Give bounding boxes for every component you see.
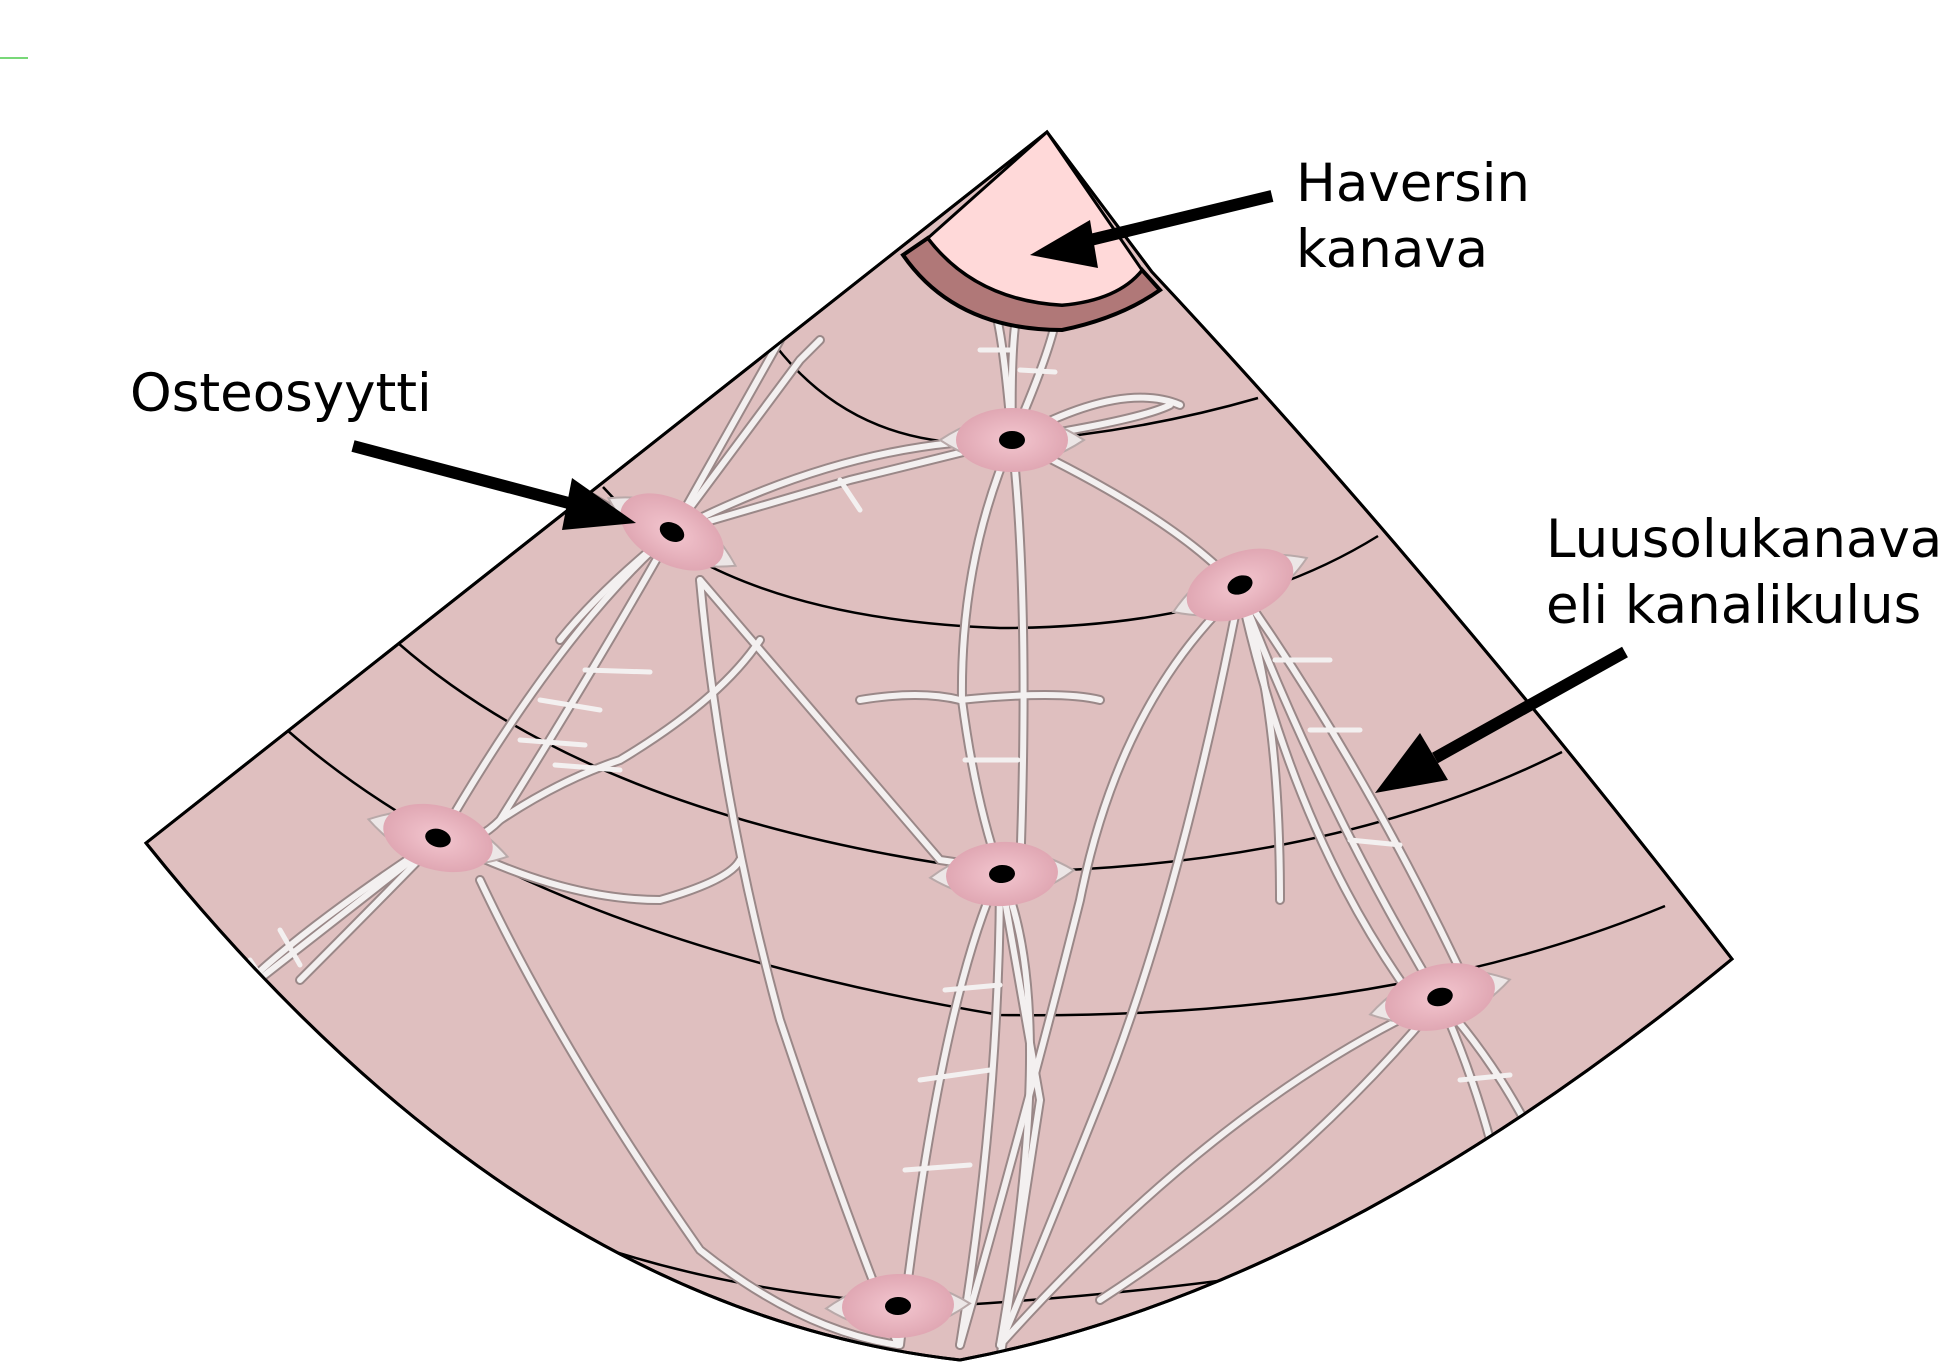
osteocyte-cell: [938, 408, 1086, 472]
osteocytes: [366, 408, 1512, 1339]
osteocyte-cell: [824, 1273, 972, 1339]
label-canaliculus-line2: eli kanalikulus: [1546, 575, 1922, 636]
pointer-arrows: [351, 190, 1628, 793]
label-haversian-canal-line1: Haversin: [1296, 153, 1531, 214]
label-osteocyte: Osteosyytti: [130, 361, 432, 427]
osteocyte-cell: [928, 841, 1076, 907]
osteocyte-cell: [366, 803, 510, 873]
label-osteocyte-text: Osteosyytti: [130, 363, 432, 424]
label-canaliculus: Luusolukanava eli kanalikulus: [1546, 507, 1942, 639]
osteocyte-cell: [1368, 963, 1512, 1031]
label-canaliculus-line1: Luusolukanava: [1546, 509, 1943, 570]
label-haversian-canal: Haversin kanava: [1296, 151, 1530, 283]
arrow-osteocyte: [351, 440, 636, 530]
label-haversian-canal-line2: kanava: [1296, 219, 1489, 280]
arrow-canaliculus: [1375, 646, 1628, 793]
osteocyte-cell: [1171, 548, 1309, 622]
bone-sector-outline: [143, 129, 1735, 1362]
osteocyte-cell: [606, 493, 738, 571]
bone-matrix: [143, 129, 1735, 1362]
arrow-haversian-canal: [1030, 190, 1274, 268]
